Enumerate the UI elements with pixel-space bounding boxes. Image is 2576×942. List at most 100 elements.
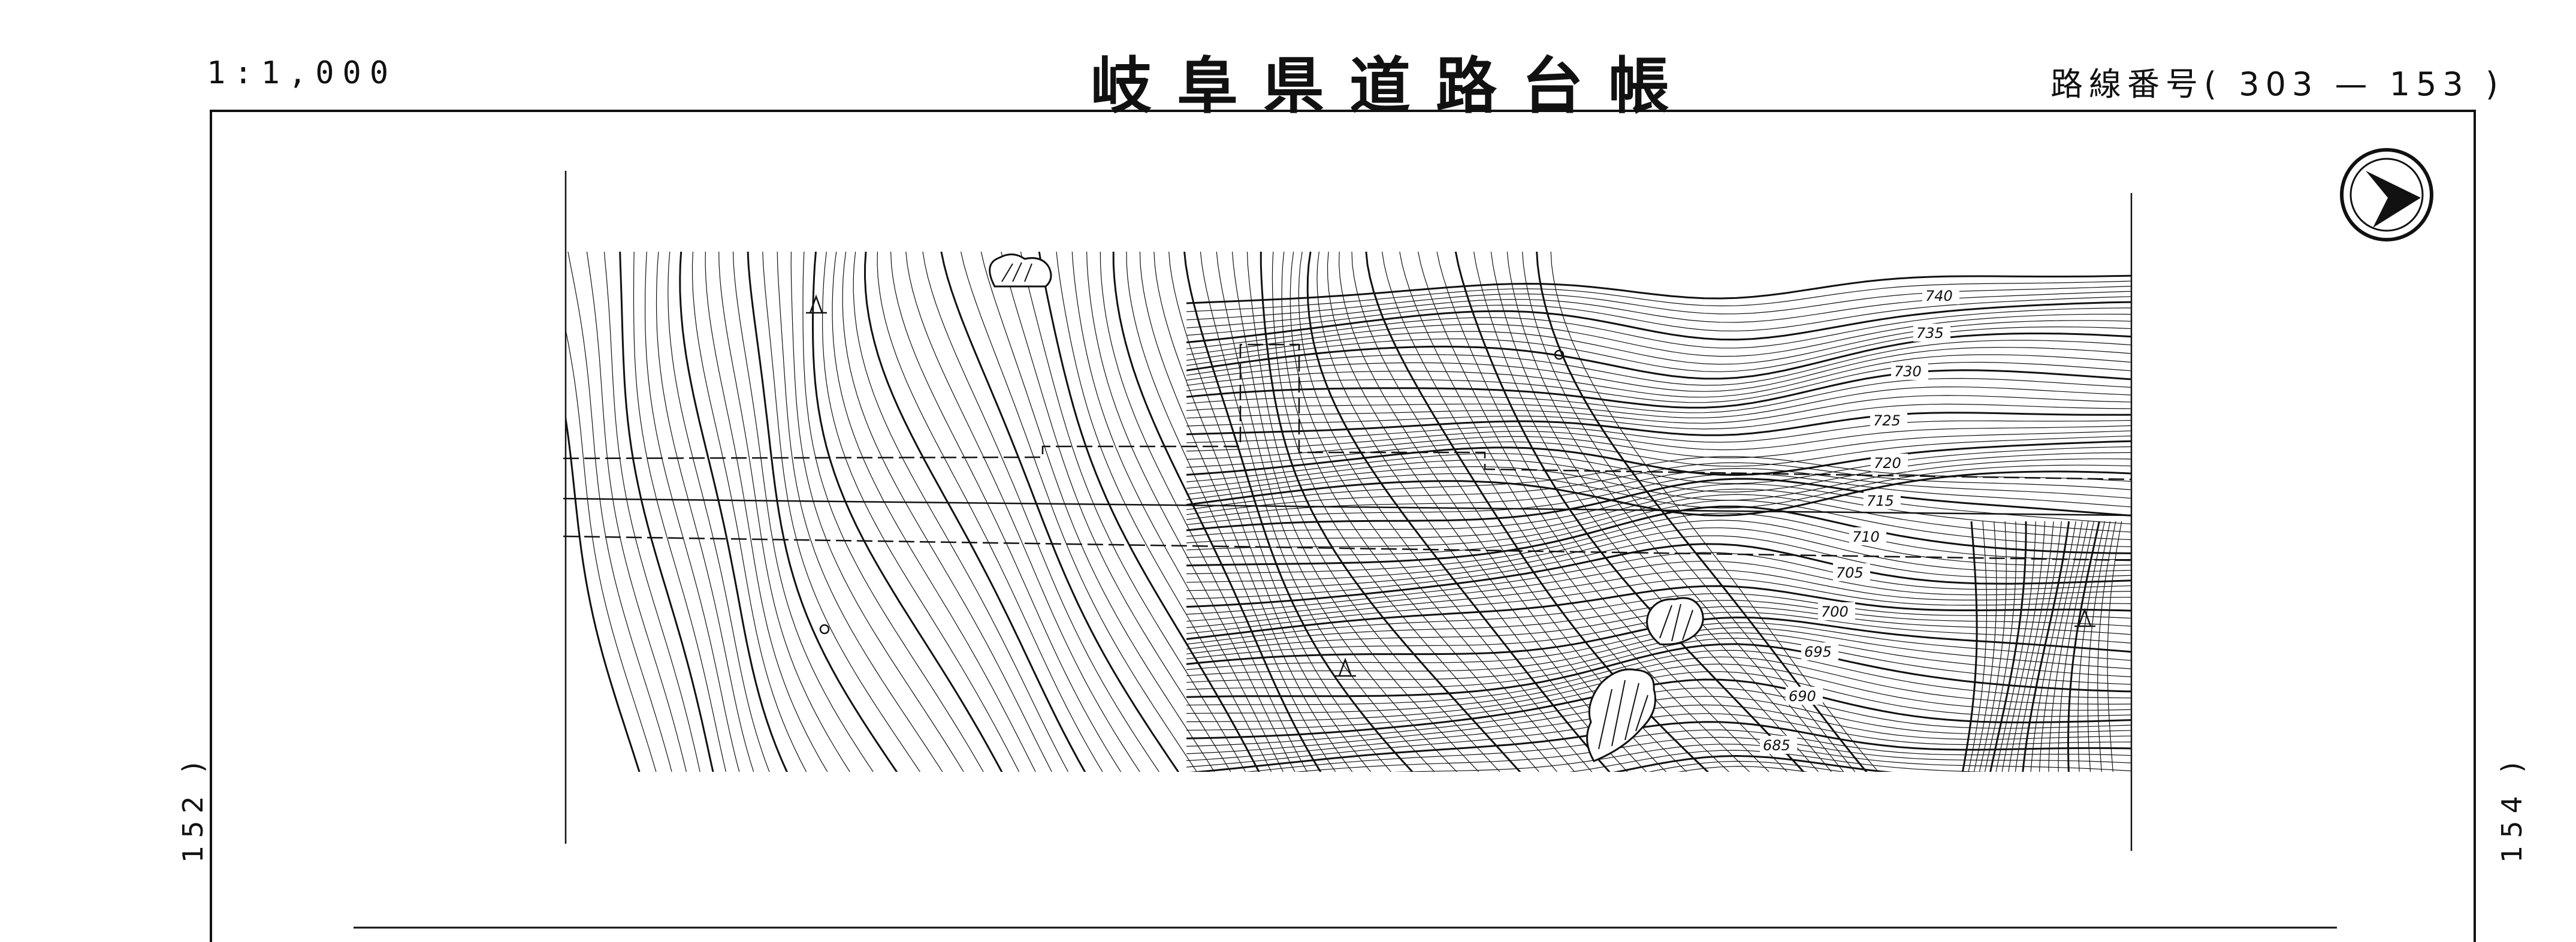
- contour-line: [1100, 252, 1308, 772]
- contour-line: [980, 252, 1215, 772]
- svg-text:690: 690: [1789, 688, 1816, 705]
- contour-label: 710: [1849, 527, 1886, 545]
- contour-line: [1186, 435, 2131, 468]
- contour-line: [2015, 521, 2062, 772]
- contour-line: [1186, 560, 2131, 622]
- contour-line: [1260, 252, 1521, 772]
- contour-line: [777, 252, 943, 772]
- contour-line: [1186, 369, 2131, 409]
- contour-label: 685: [1760, 736, 1797, 754]
- contour-line: [1056, 252, 1272, 772]
- svg-text:685: 685: [1763, 737, 1790, 754]
- contour-line: [1186, 346, 2131, 392]
- contour-line: [1086, 252, 1295, 772]
- contour-line: [2058, 521, 2094, 772]
- contour-line: [2008, 521, 2054, 772]
- broadleaf-symbol-icon: [819, 624, 830, 635]
- contour-line: [1186, 458, 2131, 501]
- deciduous-tree-icon: [1646, 597, 1704, 645]
- contour-line: [877, 252, 1103, 772]
- contour-label: 700: [1818, 602, 1855, 620]
- contour-line: [567, 252, 672, 772]
- contour-line: [1186, 473, 2131, 526]
- svg-text:715: 715: [1867, 493, 1894, 509]
- contour-line: [1232, 252, 1479, 772]
- contour-line: [1186, 527, 2131, 591]
- contour-line: [1393, 744, 2131, 772]
- contour-line: [1186, 488, 2131, 544]
- contour-line: [2087, 521, 2111, 772]
- contour-line: [762, 252, 921, 772]
- contour-line: [1186, 395, 2131, 424]
- contour-line: [1186, 569, 2131, 629]
- contour-line: [1281, 252, 1558, 772]
- contour-line: [566, 413, 641, 772]
- contour-line: [1020, 252, 1246, 772]
- contour-line: [1189, 721, 2131, 772]
- deciduous-tree-icon: [989, 253, 1052, 288]
- grassland-symbol-icon: [806, 294, 827, 314]
- contour-labels: 740 735 730 725 720 715 710 705 700 695 …: [1760, 286, 1959, 754]
- contour-line: [1153, 252, 1372, 772]
- contour-line: [1186, 320, 2131, 365]
- contour-line: [1399, 252, 1750, 772]
- contour-line: [668, 252, 770, 772]
- contour-line: [1186, 478, 2131, 532]
- contour-line: [1186, 687, 2131, 747]
- contour-line: [802, 252, 984, 772]
- contour-line: [633, 252, 727, 772]
- contour-line: [2039, 521, 2083, 772]
- route-number: 路線番号( 303 — 153 ): [2050, 65, 2504, 103]
- grassland-symbol-icon: [2074, 608, 2095, 627]
- contour-line: [905, 252, 1140, 772]
- svg-text:710: 710: [1852, 529, 1880, 545]
- contour-label: 740: [1922, 286, 1959, 304]
- map-scale: 1:1,000: [207, 55, 397, 91]
- contour-line: [1289, 252, 1575, 772]
- contour-line: [2097, 521, 2116, 772]
- contour-line: [1186, 425, 2131, 452]
- contour-line: [1961, 521, 1978, 772]
- svg-text:720: 720: [1874, 455, 1901, 472]
- road-boundaries: [563, 343, 2132, 561]
- grassland-symbol-icon: [1335, 657, 1356, 677]
- contour-line: [1536, 252, 1868, 772]
- contour-line: [1186, 326, 2131, 372]
- contour-label: 690: [1786, 687, 1823, 705]
- contour-label: 730: [1891, 362, 1928, 380]
- contour-line: [1186, 543, 2131, 608]
- contour-line: [1186, 638, 2131, 690]
- svg-text:700: 700: [1821, 603, 1849, 620]
- contour-line: [718, 252, 850, 772]
- contour-line: [2048, 521, 2089, 772]
- contour-line: [863, 252, 1086, 772]
- map-frame: [210, 110, 2476, 942]
- contour-line: [1246, 252, 1500, 772]
- svg-text:695: 695: [1804, 644, 1832, 660]
- contour-line: [1522, 252, 1856, 772]
- contour-line: [2067, 521, 2100, 772]
- contour-line: [1126, 252, 1336, 772]
- contour-line: [747, 252, 898, 772]
- contour-label: 720: [1871, 454, 1908, 472]
- svg-text:725: 725: [1873, 412, 1901, 429]
- contour-label: 715: [1864, 491, 1901, 509]
- contour-line: [732, 252, 874, 772]
- broadleaf-symbol-icon: [1554, 349, 1565, 360]
- contour-line: [1186, 462, 2131, 515]
- contour-line: [1186, 512, 2131, 575]
- tree-symbols: [989, 253, 1704, 762]
- contour-line: [1186, 643, 2131, 698]
- contour-line: [705, 252, 828, 772]
- contour-line: [656, 252, 754, 772]
- contour-label: 735: [1913, 324, 1950, 342]
- contour-line: [1186, 301, 2131, 343]
- contour-line: [1995, 521, 2036, 772]
- contour-line: [1186, 585, 2131, 640]
- contour-line: [1186, 535, 2131, 599]
- contour-line: [1186, 656, 2131, 714]
- contour-line: [1979, 521, 2007, 772]
- contour-line: [1112, 252, 1322, 772]
- contour-line: [1186, 494, 2131, 551]
